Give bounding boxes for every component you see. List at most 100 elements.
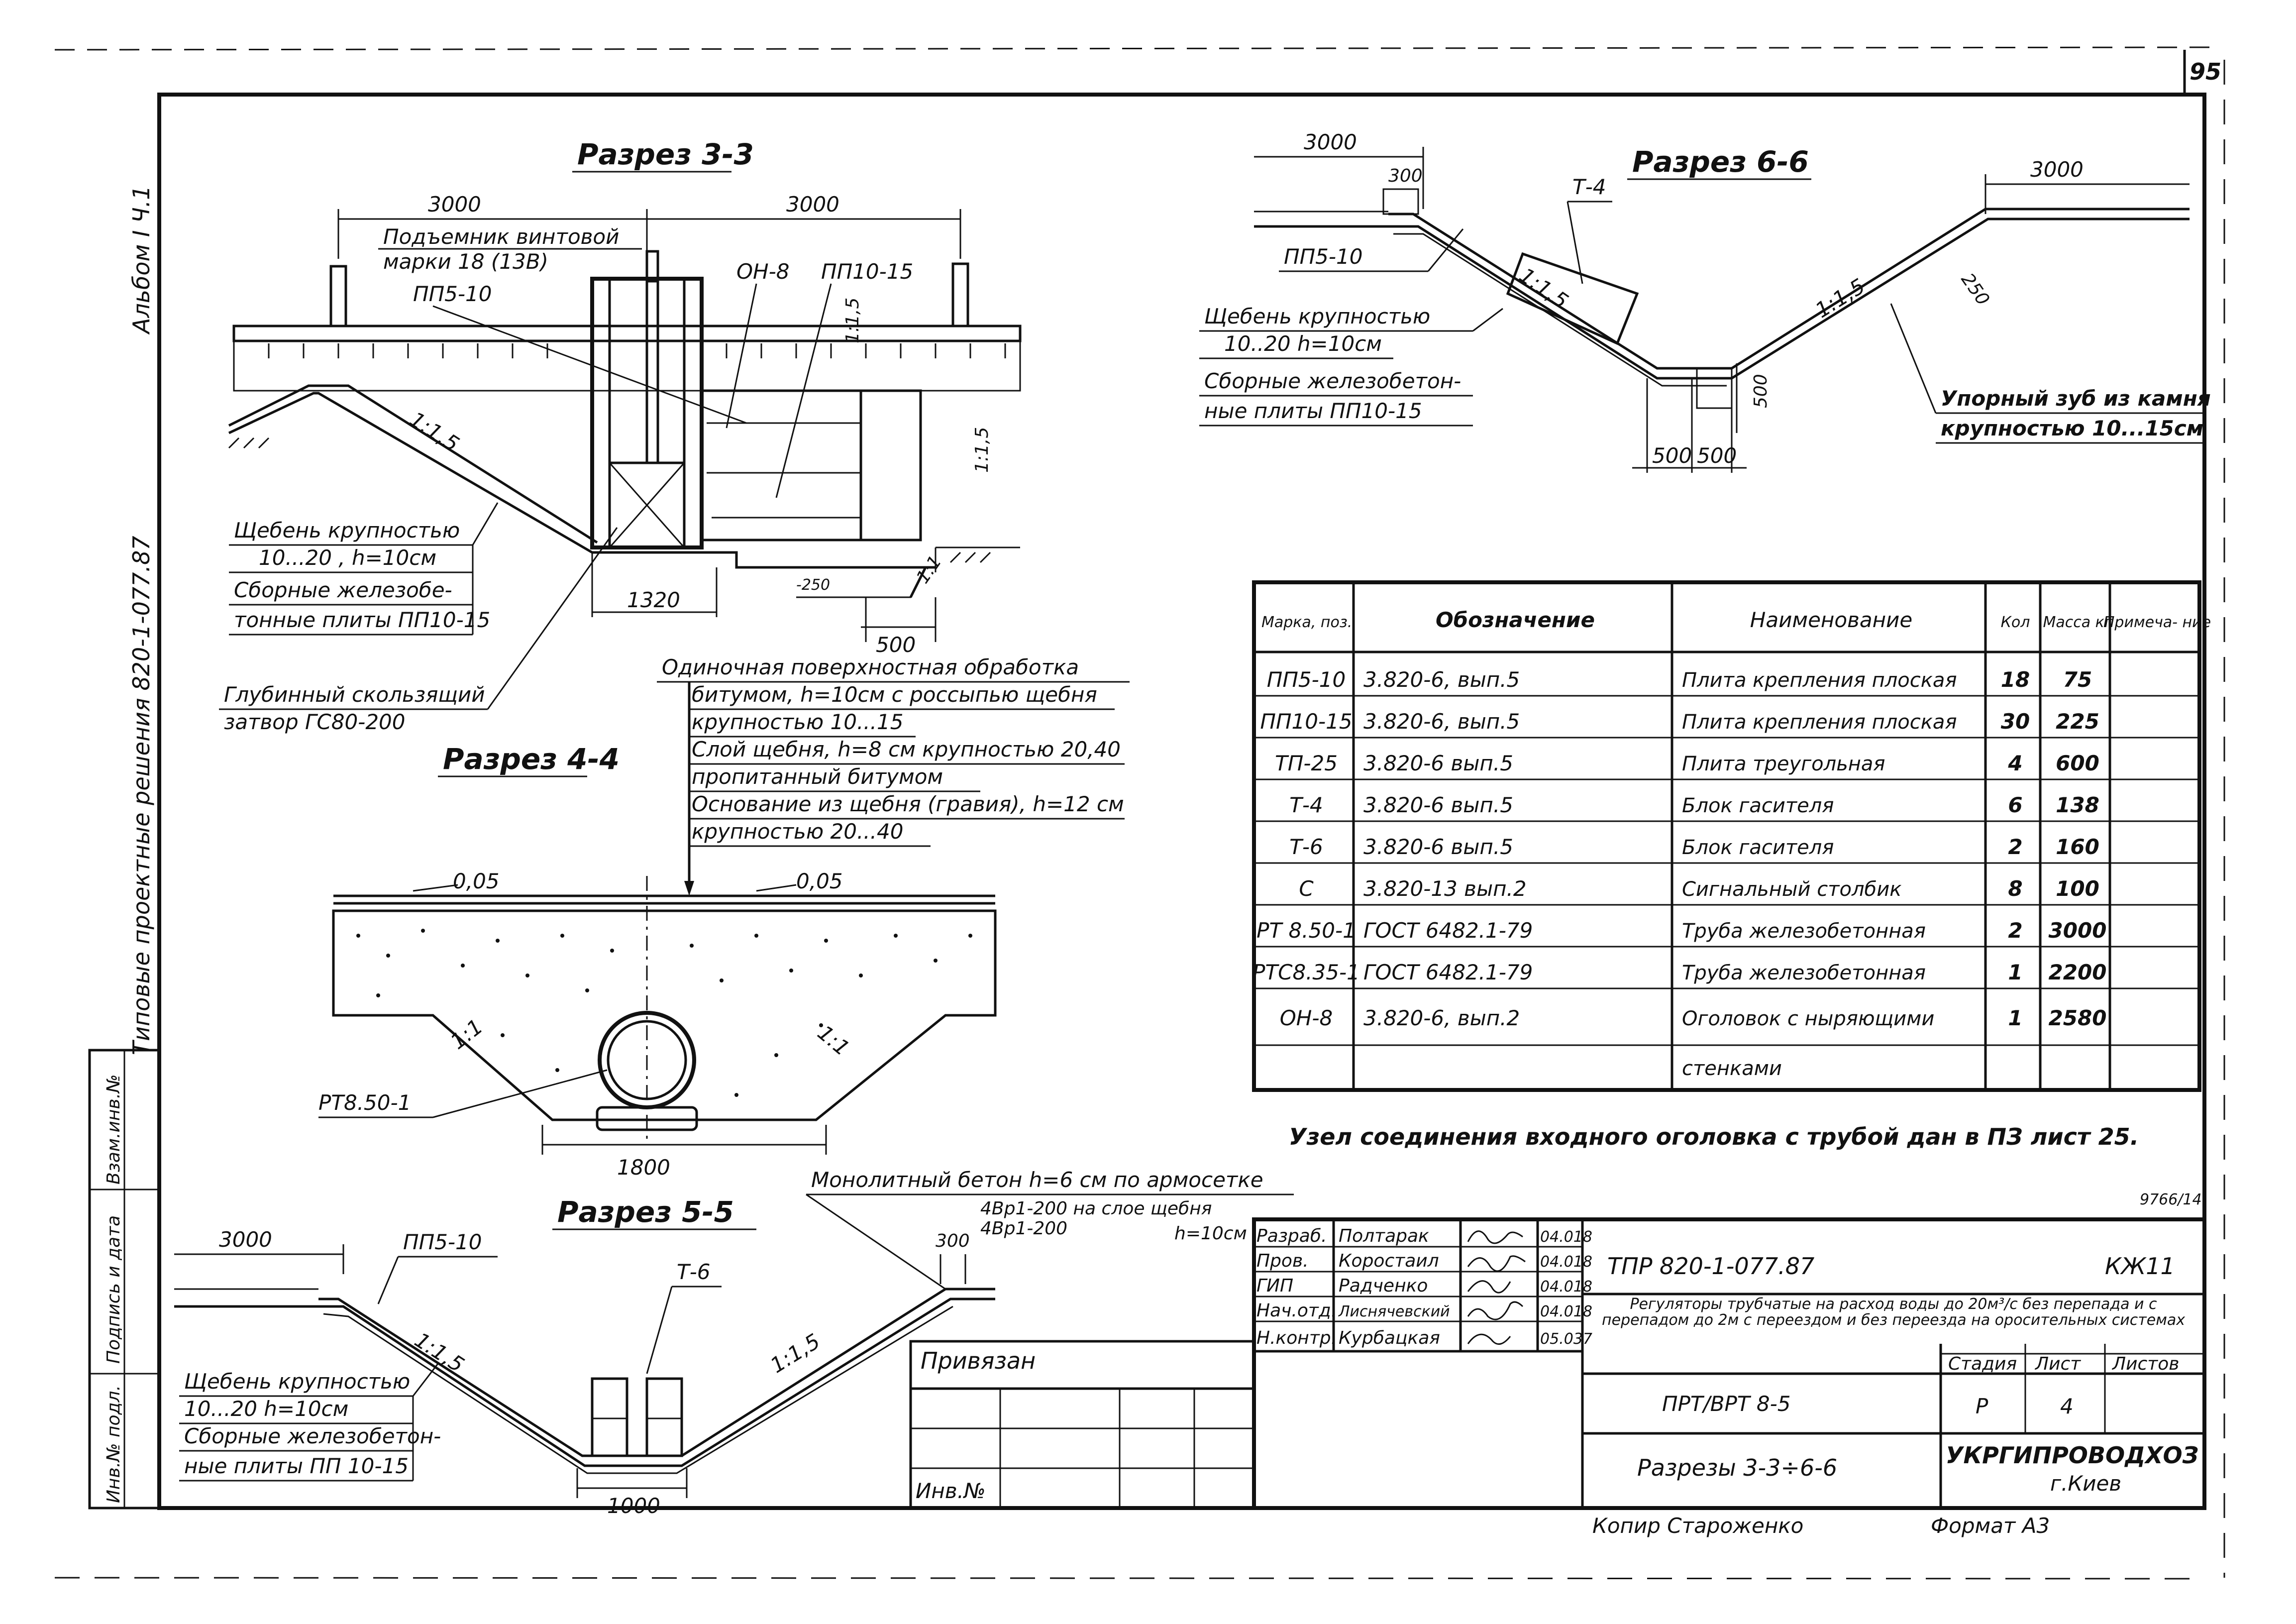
s66-slope-b: 1:1,5 bbox=[1811, 274, 1869, 323]
treatment-l7: крупностью 20...40 bbox=[692, 819, 903, 844]
tb-stage: Р bbox=[1976, 1394, 1988, 1418]
spec-cell: Блок гасителя bbox=[1682, 836, 1834, 859]
signature-1 bbox=[1467, 1255, 1526, 1272]
s44-dim-1800: 1800 bbox=[617, 1155, 670, 1180]
tb-role-2: ГИП bbox=[1256, 1276, 1293, 1296]
s55-plates-1: Сборные железобетон- bbox=[184, 1424, 441, 1448]
s33-lift-1: Подъемник винтовой bbox=[383, 224, 619, 249]
s66-dim-500b: 500 bbox=[1697, 443, 1737, 468]
spec-cell: Т-6 bbox=[1289, 835, 1323, 859]
s55-dim-1000: 1000 bbox=[607, 1494, 660, 1518]
spec-cell: С bbox=[1299, 876, 1314, 901]
tb-desc: Регуляторы трубчатые на расход воды до 2… bbox=[1602, 1297, 2185, 1329]
spec-cell: РТС8.35-1 bbox=[1252, 960, 1360, 984]
s33-minus250: -250 bbox=[796, 576, 830, 594]
spec-cell: 75 bbox=[2063, 667, 2092, 692]
spec-cell: 2 bbox=[2008, 835, 2022, 859]
tb-date-4: 05.037 bbox=[1540, 1330, 1592, 1348]
s44-slope-l: 0,05 bbox=[453, 869, 500, 893]
spec-cell: 160 bbox=[2056, 835, 2099, 859]
s44-slope-r: 0,05 bbox=[796, 869, 843, 893]
small-ref: 9766/14 bbox=[2140, 1191, 2202, 1208]
tb-sheet-title: Разрезы 3-3÷6-6 bbox=[1637, 1454, 1837, 1481]
s33-dim-left: 3000 bbox=[428, 192, 481, 217]
page-number: 95 bbox=[2190, 58, 2221, 85]
spec-cell: 3.820-13 вып.2 bbox=[1363, 876, 1527, 901]
side-texts: Альбом I Ч.1 Типовые проектные решения 8… bbox=[128, 186, 155, 1055]
spec-cell: ПП10-15 bbox=[1260, 709, 1352, 734]
s66-dim-500a: 500 bbox=[1652, 443, 1692, 468]
section-6-6-title: Разрез 6-6 bbox=[1632, 145, 1809, 179]
s66-t4: Т-4 bbox=[1572, 175, 1606, 199]
stamp-inv: Инв.№ подл. bbox=[104, 1385, 124, 1503]
tb-role-3: Нач.отд. bbox=[1256, 1300, 1337, 1321]
treatment-l2: битумом, h=10см с россыпью щебня bbox=[692, 682, 1097, 707]
s55-t6: Т-6 bbox=[677, 1260, 711, 1284]
signature-0 bbox=[1467, 1230, 1523, 1244]
s55-concrete-1: Монолитный бетон h=6 см по армосетке bbox=[811, 1168, 1263, 1192]
spec-cell: Труба железобетонная bbox=[1682, 920, 1926, 943]
spec-cell: 4 bbox=[2007, 751, 2022, 775]
spec-cell: 3.820-6 вып.5 bbox=[1363, 751, 1513, 775]
spec-cell: Сигнальный столбик bbox=[1682, 878, 1901, 901]
section-5-5: Разрез 5-5 Монолитный бетон h=6 см по ар… bbox=[174, 1168, 1294, 1518]
tb-sheet-code: КЖ11 bbox=[2105, 1253, 2175, 1280]
tb-role-1: Пров. bbox=[1256, 1251, 1309, 1271]
tb-date-3: 04.018 bbox=[1540, 1303, 1592, 1320]
spec-cell: ПП5-10 bbox=[1267, 667, 1346, 692]
tb-name-2: Радченко bbox=[1339, 1276, 1428, 1296]
s33-dim-1320: 1320 bbox=[627, 588, 680, 612]
s55-dim-3000: 3000 bbox=[219, 1227, 272, 1252]
section-4-4-title: Разрез 4-4 bbox=[443, 742, 620, 776]
s33-dim-500: 500 bbox=[876, 633, 916, 657]
s33-dim-right: 3000 bbox=[786, 192, 839, 217]
spec-cell: ОН-8 bbox=[1280, 1006, 1333, 1030]
spec-cell: 3.820-6, вып.5 bbox=[1363, 709, 1520, 734]
spec-cell: Плита крепления плоская bbox=[1682, 711, 1957, 734]
section-3-3: Разрез 3-3 3000 3000 Подъемник винтовой … bbox=[219, 137, 1022, 734]
s66-tooth-1: Упорный зуб из камня bbox=[1941, 386, 2211, 411]
spec-cell: 3.820-6 вып.5 bbox=[1363, 835, 1513, 859]
spec-header-3: Кол bbox=[2001, 614, 2030, 631]
tb-city: г.Киев bbox=[2050, 1471, 2121, 1496]
signature-3 bbox=[1467, 1301, 1524, 1320]
s33-plates-1: Сборные железобе- bbox=[234, 578, 452, 602]
spec-cell: 2200 bbox=[2049, 960, 2107, 984]
spec-cell: 1 bbox=[2008, 960, 2022, 984]
s66-dim-250: 250 bbox=[1957, 270, 1993, 310]
s33-gravel-2: 10...20 , h=10см bbox=[259, 545, 436, 570]
s33-gravel-1: Щебень крупностью bbox=[234, 518, 460, 542]
spec-cell: стенками bbox=[1682, 1057, 1782, 1080]
s33-slope-b: 1:1,5 bbox=[842, 298, 863, 343]
s66-dim-3000-l: 3000 bbox=[1304, 130, 1357, 154]
concrete-dots bbox=[356, 929, 972, 1097]
spec-cell: 3.820-6, вып.5 bbox=[1363, 667, 1520, 692]
s44-slope-a: 1:1 bbox=[446, 1014, 487, 1054]
spec-header-4: Масса кг bbox=[2043, 614, 2112, 631]
tb-sheet: 4 bbox=[2060, 1394, 2074, 1418]
title-block: Разраб. Пров. ГИП Нач.отд. Н.контр. Полт… bbox=[1252, 1217, 2206, 1510]
tb-org: УКРГИПРОВОДХОЗ bbox=[1946, 1442, 2198, 1469]
section-3-3-title: Разрез 3-3 bbox=[577, 137, 754, 171]
s33-gate-2: затвор ГС80-200 bbox=[224, 710, 406, 734]
left-stamp: Инв.№ подл. Подпись и дата Взам.инв.№ bbox=[88, 1049, 161, 1510]
tb-date-0: 04.018 bbox=[1540, 1228, 1592, 1246]
s33-on8: ОН-8 bbox=[736, 259, 790, 284]
spec-header-0: Марка, поз. bbox=[1261, 614, 1352, 631]
tb-doc-code: ТПР 820-1-077.87 bbox=[1607, 1253, 1814, 1280]
s33-lift-2: марки 18 (13В) bbox=[383, 249, 548, 274]
spec-cell: 225 bbox=[2056, 709, 2099, 734]
spec-cell: 3.820-6 вып.5 bbox=[1363, 793, 1513, 817]
spec-cell: 3000 bbox=[2049, 918, 2107, 943]
tb-name-0: Полтарак bbox=[1339, 1226, 1429, 1246]
spec-cell: 2580 bbox=[2049, 1006, 2107, 1030]
tb-role-0: Разраб. bbox=[1256, 1226, 1327, 1246]
tb-attached: Привязан bbox=[921, 1347, 1036, 1374]
tb-sheets-h: Листов bbox=[2111, 1354, 2179, 1374]
stamp-sign: Подпись и дата bbox=[104, 1215, 124, 1364]
s66-plates-1: Сборные железобетон- bbox=[1204, 369, 1461, 393]
tb-role-4: Н.контр. bbox=[1256, 1328, 1337, 1348]
tb-variant: ПРТ/ВРТ 8-5 bbox=[1662, 1392, 1790, 1416]
s33-pp1015: ПП10-15 bbox=[821, 259, 913, 284]
